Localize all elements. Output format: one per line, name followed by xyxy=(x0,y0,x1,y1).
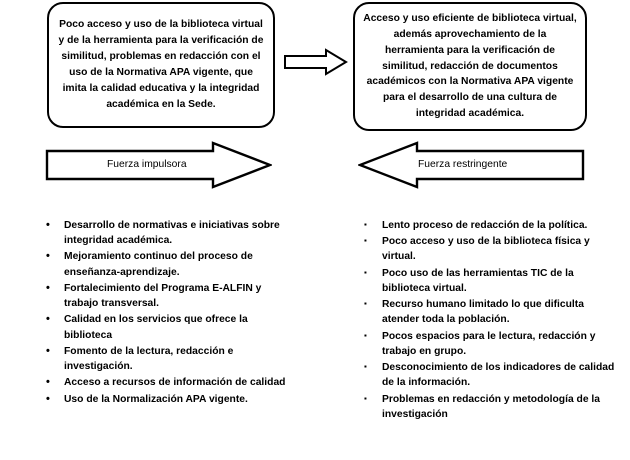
list-item: • Calidad en los servicios que ofrece la … xyxy=(42,312,292,342)
list-item: • Uso de la Normalización APA vigente. xyxy=(42,392,292,407)
list-item-label: Mejoramiento continuo del proceso de ens… xyxy=(64,251,253,278)
list-item-label: Lento proceso de redacción de la polític… xyxy=(382,220,588,231)
list-item: ▪ Problemas en redacción y metodología de… xyxy=(360,392,618,422)
list-item: • Acceso a recursos de información de cal… xyxy=(42,375,292,390)
bullet-marker-icon: • xyxy=(46,376,50,389)
list-item-label: Acceso a recursos de información de cali… xyxy=(64,377,286,389)
bullet-marker-icon: • xyxy=(46,392,50,405)
bullet-marker-icon: ▪ xyxy=(364,330,367,340)
left-block-arrow-icon xyxy=(356,141,585,189)
list-item-label: Fortalecimiento del Programa E-ALFIN y t… xyxy=(64,282,262,310)
list-item: ▪ Recurso humano limitado lo que dificult… xyxy=(360,297,618,327)
restraining-force-label: Fuerza restringente xyxy=(418,159,508,170)
list-item-label: Pocos espacios para le lectura, redacció… xyxy=(382,330,596,357)
bullet-marker-icon: • xyxy=(46,344,50,357)
bullet-marker-icon: ▪ xyxy=(364,299,367,309)
list-item-label: Calidad en los servicios que ofrece la b… xyxy=(64,314,248,341)
list-item-label: Problemas en redacción y metodología de … xyxy=(382,393,601,420)
list-item-label: Fomento de la lectura, redacción e inves… xyxy=(64,345,234,373)
bullet-marker-icon: • xyxy=(46,250,50,263)
restraining-force-arrow xyxy=(356,141,585,189)
current-state-text: Poco acceso y uso de la biblioteca virtu… xyxy=(58,19,264,110)
list-item-label: Poco uso de las herramientas TIC de la b… xyxy=(382,267,574,294)
bullet-marker-icon: ▪ xyxy=(364,267,367,277)
current-state-box: Poco acceso y uso de la biblioteca virtu… xyxy=(47,2,275,128)
desired-state-text: Acceso y uso eficiente de biblioteca vir… xyxy=(363,12,577,120)
bullet-marker-icon: ▪ xyxy=(364,236,367,246)
list-item: • Mejoramiento continuo del proceso de en… xyxy=(42,249,292,279)
list-item: ▪ Desconocimiento de los indicadores de c… xyxy=(360,360,618,390)
list-item: ▪ Lento proceso de redacción de la políti… xyxy=(360,218,618,233)
desired-state-box: Acceso y uso eficiente de biblioteca vir… xyxy=(353,2,587,131)
list-item-label: Desconocimiento de los indicadores de ca… xyxy=(382,362,615,389)
list-item: ▪ Poco uso de las herramientas TIC de la … xyxy=(360,266,618,296)
right-block-arrow-icon xyxy=(284,48,348,76)
list-item: • Fortalecimiento del Programa E-ALFIN y … xyxy=(42,281,292,311)
bullet-marker-icon: • xyxy=(46,281,50,294)
list-item-label: Desarrollo de normativas e iniciativas s… xyxy=(64,220,280,247)
list-item: • Fomento de la lectura, redacción e inve… xyxy=(42,344,292,374)
list-item: ▪ Poco acceso y uso de la biblioteca físi… xyxy=(360,234,618,264)
restraining-force-list: ▪ Lento proceso de redacción de la políti… xyxy=(360,218,618,423)
list-item: • Desarrollo de normativas e iniciativas … xyxy=(42,218,292,248)
list-item: ▪ Pocos espacios para le lectura, redacci… xyxy=(360,329,618,359)
bullet-marker-icon: ▪ xyxy=(364,362,367,372)
bullet-marker-icon: • xyxy=(46,219,50,231)
bullet-marker-icon: ▪ xyxy=(364,393,367,403)
list-item-label: Recurso humano limitado lo que dificulta… xyxy=(382,299,584,326)
list-item-label: Uso de la Normalización APA vigente. xyxy=(64,393,248,405)
connector-arrow xyxy=(284,48,348,76)
bullet-marker-icon: ▪ xyxy=(364,220,367,229)
right-block-arrow-icon xyxy=(45,141,274,189)
list-item-label: Poco acceso y uso de la biblioteca físic… xyxy=(382,236,590,263)
driving-force-arrow xyxy=(45,141,274,189)
driving-force-list: • Desarrollo de normativas e iniciativas … xyxy=(42,218,292,408)
driving-force-label: Fuerza impulsora xyxy=(107,159,187,170)
bullet-marker-icon: • xyxy=(46,313,50,326)
